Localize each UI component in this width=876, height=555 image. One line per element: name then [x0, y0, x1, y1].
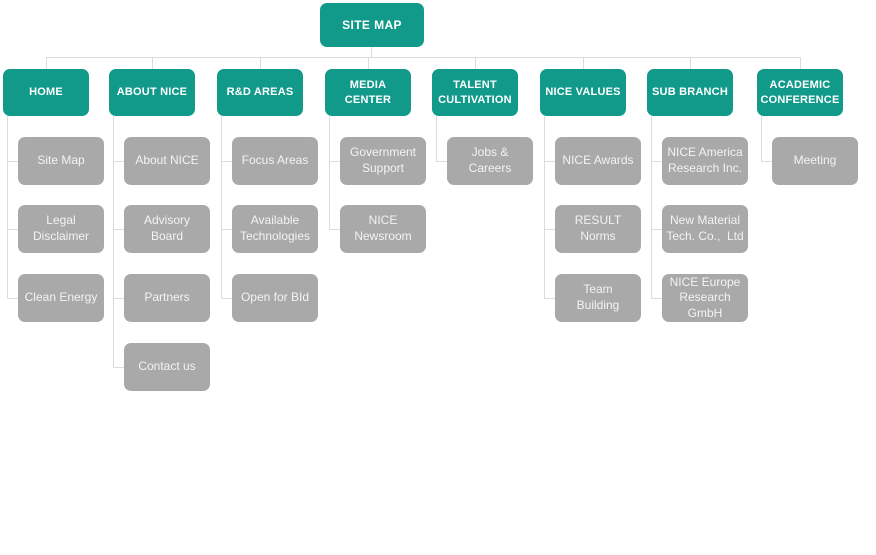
node-label: New Material Tech. Co., Ltd	[666, 213, 744, 243]
node-label: TALENT CULTIVATION	[438, 78, 512, 106]
node-talent-cultivation[interactable]: TALENT CULTIVATION	[432, 69, 518, 116]
node-nice-awards[interactable]: NICE Awards	[555, 137, 641, 185]
connector-line	[544, 161, 555, 162]
node-sub-branch[interactable]: SUB BRANCH	[647, 69, 733, 116]
node-open-for-bid[interactable]: Open for BId	[232, 274, 318, 322]
node-nice-newsroom[interactable]: NICE Newsroom	[340, 205, 426, 253]
connector-line	[583, 57, 584, 69]
connector-line	[113, 367, 124, 368]
node-label: Government Support	[349, 145, 417, 175]
connector-line	[329, 116, 330, 229]
connector-line	[436, 161, 447, 162]
connector-line	[651, 161, 662, 162]
node-label: ACADEMIC CONFERENCE	[760, 78, 840, 106]
connector-line	[371, 47, 372, 57]
connector-line	[152, 57, 153, 69]
node-advisory-board[interactable]: Advisory Board	[124, 205, 210, 253]
node-label: Meeting	[793, 153, 837, 168]
connector-line	[544, 229, 555, 230]
node-legal-disclaimer[interactable]: Legal Disclaimer	[18, 205, 104, 253]
connector-line	[7, 161, 18, 162]
node-label: NICE VALUES	[545, 86, 621, 99]
node-site-map-link[interactable]: Site Map	[18, 137, 104, 185]
node-label: Team Building	[576, 282, 620, 312]
node-government-support[interactable]: Government Support	[340, 137, 426, 185]
node-media-center[interactable]: MEDIA CENTER	[325, 69, 411, 116]
node-nice-values[interactable]: NICE VALUES	[540, 69, 626, 116]
node-clean-energy[interactable]: Clean Energy	[18, 274, 104, 322]
node-label: R&D AREAS	[226, 86, 294, 99]
node-academic-conference[interactable]: ACADEMIC CONFERENCE	[757, 69, 843, 116]
node-label: Site Map	[37, 153, 85, 168]
node-jobs-careers[interactable]: Jobs & Careers	[447, 137, 533, 185]
node-label: Available Technologies	[239, 213, 311, 243]
connector-line	[761, 161, 772, 162]
node-about-nice-page[interactable]: About NICE	[124, 137, 210, 185]
node-label: Partners	[144, 290, 190, 305]
node-label: Contact us	[138, 359, 196, 374]
connector-line	[113, 116, 114, 367]
node-label: Open for BId	[240, 290, 310, 305]
connector-line	[651, 298, 662, 299]
node-label: MEDIA CENTER	[344, 78, 392, 106]
connector-line	[113, 298, 124, 299]
node-site-map-root[interactable]: SITE MAP	[320, 3, 424, 47]
node-available-technologies[interactable]: Available Technologies	[232, 205, 318, 253]
connector-line	[113, 161, 124, 162]
node-focus-areas[interactable]: Focus Areas	[232, 137, 318, 185]
node-label: Jobs & Careers	[468, 145, 512, 175]
connector-line	[544, 298, 555, 299]
node-nice-america-research[interactable]: NICE America Research Inc.	[662, 137, 748, 185]
node-label: SUB BRANCH	[652, 86, 728, 99]
node-label: Clean Energy	[24, 290, 98, 305]
connector-line	[221, 161, 232, 162]
node-rd-areas[interactable]: R&D AREAS	[217, 69, 303, 116]
connector-line	[221, 298, 232, 299]
node-label: Advisory Board	[143, 213, 190, 243]
connector-line	[651, 116, 652, 298]
connector-line	[436, 116, 437, 161]
node-result-norms[interactable]: RESULT Norms	[555, 205, 641, 253]
connector-line	[221, 116, 222, 298]
connector-line	[690, 57, 691, 69]
connector-line	[7, 229, 18, 230]
node-partners[interactable]: Partners	[124, 274, 210, 322]
node-label: Focus Areas	[241, 153, 309, 168]
connector-line	[800, 57, 801, 69]
connector-line	[475, 57, 476, 69]
node-label: About NICE	[135, 153, 199, 168]
connector-line	[329, 229, 340, 230]
node-contact-us[interactable]: Contact us	[124, 343, 210, 391]
connector-line	[260, 57, 261, 69]
connector-line	[113, 229, 124, 230]
node-label: HOME	[29, 86, 63, 99]
connector-line	[46, 57, 47, 69]
node-label: ABOUT NICE	[116, 86, 188, 99]
connector-line	[761, 116, 762, 161]
node-home[interactable]: HOME	[3, 69, 89, 116]
connector-line	[651, 229, 662, 230]
connector-line	[544, 116, 545, 298]
node-label: NICE Newsroom	[354, 213, 412, 243]
connector-line	[221, 229, 232, 230]
connector-line	[46, 57, 800, 58]
node-label: NICE Europe Research GmbH	[669, 274, 741, 320]
node-label: NICE Awards	[562, 153, 634, 168]
node-about-nice[interactable]: ABOUT NICE	[109, 69, 195, 116]
connector-line	[7, 298, 18, 299]
node-label: NICE America Research Inc.	[667, 145, 743, 175]
node-new-material-tech[interactable]: New Material Tech. Co., Ltd	[662, 205, 748, 253]
connector-line	[368, 57, 369, 69]
connector-line	[329, 161, 340, 162]
node-team-building[interactable]: Team Building	[555, 274, 641, 322]
node-nice-europe-research[interactable]: NICE Europe Research GmbH	[662, 274, 748, 322]
node-meeting[interactable]: Meeting	[772, 137, 858, 185]
node-label: RESULT Norms	[574, 213, 622, 243]
node-label: Legal Disclaimer	[32, 213, 89, 243]
node-label: SITE MAP	[342, 17, 402, 32]
connector-line	[7, 116, 8, 298]
